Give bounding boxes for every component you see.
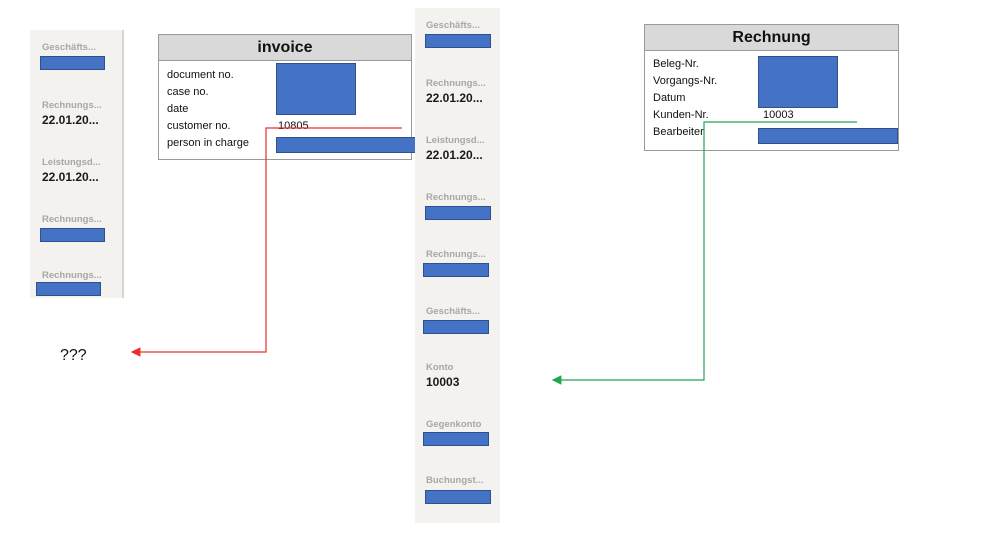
row-label: Bearbeiter: [653, 126, 704, 138]
row-label: Kunden-Nr.: [653, 109, 709, 121]
redacted-value: [36, 282, 101, 296]
redacted-value: [40, 228, 105, 242]
red-connector-arrow: [130, 127, 402, 357]
left-field-0: Geschäfts...: [42, 42, 96, 53]
mid-field-3: Rechnungs...: [426, 192, 486, 203]
left-field-strip: Geschäfts... Rechnungs... 22.01.20... Le…: [30, 30, 124, 298]
mid-field-7: Gegenkonto: [426, 419, 481, 430]
mid-field-konto: Konto 10003: [426, 362, 459, 389]
field-label: Buchungst...: [426, 475, 484, 486]
row-label: Datum: [653, 92, 686, 104]
mid-field-2: Leistungsd... 22.01.20...: [426, 135, 485, 162]
field-label: Leistungsd...: [42, 157, 101, 168]
redacted-value: [423, 320, 489, 334]
field-label: Geschäfts...: [426, 306, 480, 317]
rechnung-panel: Rechnung Beleg-Nr. Vorgangs-Nr. Datum Ku…: [644, 24, 899, 151]
field-label: Rechnungs...: [42, 100, 102, 111]
field-label: Konto: [426, 362, 454, 373]
field-label: Rechnungs...: [42, 214, 102, 225]
konto-value: 10003: [426, 375, 460, 389]
row-label: person in charge: [167, 137, 249, 149]
panel-title: Rechnung: [645, 25, 898, 51]
mid-field-1: Rechnungs... 22.01.20...: [426, 78, 486, 105]
field-label: Gegenkonto: [426, 419, 482, 430]
redacted-value: [423, 432, 489, 446]
row-label: case no.: [167, 86, 209, 98]
row-label: document no.: [167, 69, 234, 81]
customer-number-value: 10805: [278, 120, 309, 132]
field-value: 22.01.20...: [42, 113, 99, 127]
middle-field-strip: Geschäfts... Rechnungs... 22.01.20... Le…: [415, 8, 500, 523]
redacted-value: [425, 206, 491, 220]
mid-field-4: Rechnungs...: [426, 249, 486, 260]
left-field-4: Rechnungs...: [42, 270, 102, 281]
redacted-value: [276, 63, 356, 115]
row-label: customer no.: [167, 120, 231, 132]
redacted-value: [758, 128, 898, 144]
left-field-1: Rechnungs... 22.01.20...: [42, 100, 102, 127]
mid-field-0: Geschäfts...: [426, 20, 480, 31]
redacted-value: [423, 263, 489, 277]
row-label: date: [167, 103, 189, 115]
invoice-panel: invoice document no. case no. date custo…: [158, 34, 416, 160]
mid-field-8: Buchungst...: [426, 475, 484, 486]
field-label: Geschäfts...: [426, 20, 480, 31]
field-label: Rechnungs...: [426, 78, 486, 89]
field-label: Leistungsd...: [426, 135, 485, 146]
field-value: 22.01.20...: [426, 148, 483, 162]
field-label: Rechnungs...: [426, 192, 486, 203]
redacted-value: [425, 490, 491, 504]
green-connector-arrow: [551, 121, 857, 385]
redacted-value: [758, 56, 838, 108]
field-value: 22.01.20...: [42, 170, 99, 184]
field-label: Rechnungs...: [426, 249, 486, 260]
mid-field-5: Geschäfts...: [426, 306, 480, 317]
left-field-3: Rechnungs...: [42, 214, 102, 225]
left-field-2: Leistungsd... 22.01.20...: [42, 157, 101, 184]
panel-title: invoice: [159, 35, 411, 61]
field-value: 22.01.20...: [426, 91, 483, 105]
redacted-value: [40, 56, 105, 70]
redacted-value: [425, 34, 491, 48]
field-label: Rechnungs...: [42, 270, 102, 281]
unknown-target-label: ???: [60, 347, 87, 364]
row-label: Beleg-Nr.: [653, 58, 699, 70]
field-label: Geschäfts...: [42, 42, 96, 53]
row-label: Vorgangs-Nr.: [653, 75, 718, 87]
kunden-number-value: 10003: [763, 109, 794, 121]
